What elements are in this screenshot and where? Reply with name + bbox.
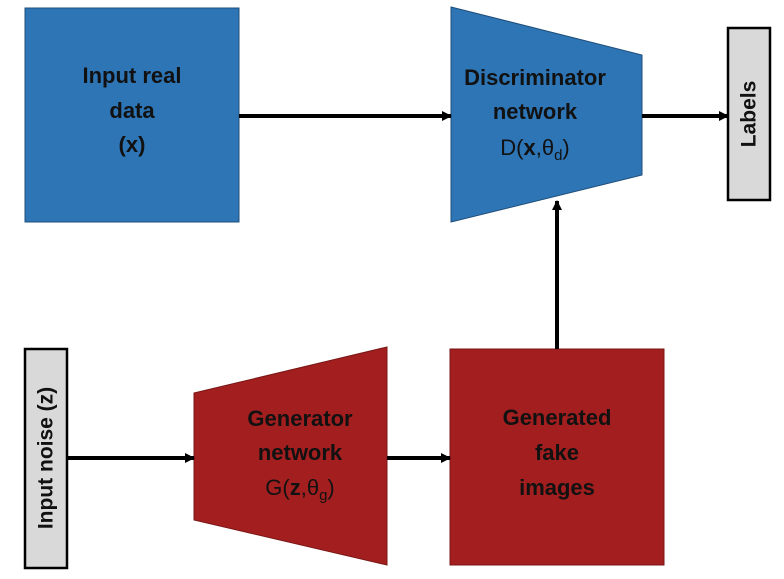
labels-box	[726, 26, 772, 202]
real-data-label-line-3: (x)	[119, 132, 146, 157]
real-data-box	[24, 7, 240, 223]
fake-images-label-line-3: images	[519, 475, 595, 500]
real-data-label-line-2: data	[109, 98, 155, 123]
discriminator-formula: D(x,θd)	[500, 135, 570, 164]
fake-images-box	[449, 348, 665, 566]
generator-label-line-1: Generator	[247, 406, 353, 431]
noise-text: Input noise (z)	[35, 387, 58, 529]
discriminator-trapezoid	[450, 6, 643, 223]
generator-formula: G(z,θg)	[265, 475, 334, 504]
discriminator-node: Discriminator network D(x,θd)	[450, 6, 643, 223]
real-data-label-line-1: Input real	[82, 63, 181, 88]
labels-text: Labels	[738, 81, 761, 148]
fake-images-label-line-1: Generated	[503, 405, 612, 430]
discriminator-label-line-1: Discriminator	[464, 65, 606, 90]
noise-box	[23, 347, 69, 570]
generator-trapezoid	[193, 346, 388, 566]
discriminator-label-line-2: network	[493, 99, 578, 124]
generator-node: Generator network G(z,θg)	[193, 346, 388, 566]
noise-node: Input noise (z)	[23, 347, 69, 570]
labels-node: Labels	[726, 26, 772, 202]
fake-images-label-line-2: fake	[535, 440, 579, 465]
real-data-node: Input real data (x)	[24, 7, 240, 223]
generator-label-line-2: network	[258, 440, 343, 465]
edges	[67, 111, 729, 463]
fake-images-node: Generated fake images	[449, 348, 665, 566]
